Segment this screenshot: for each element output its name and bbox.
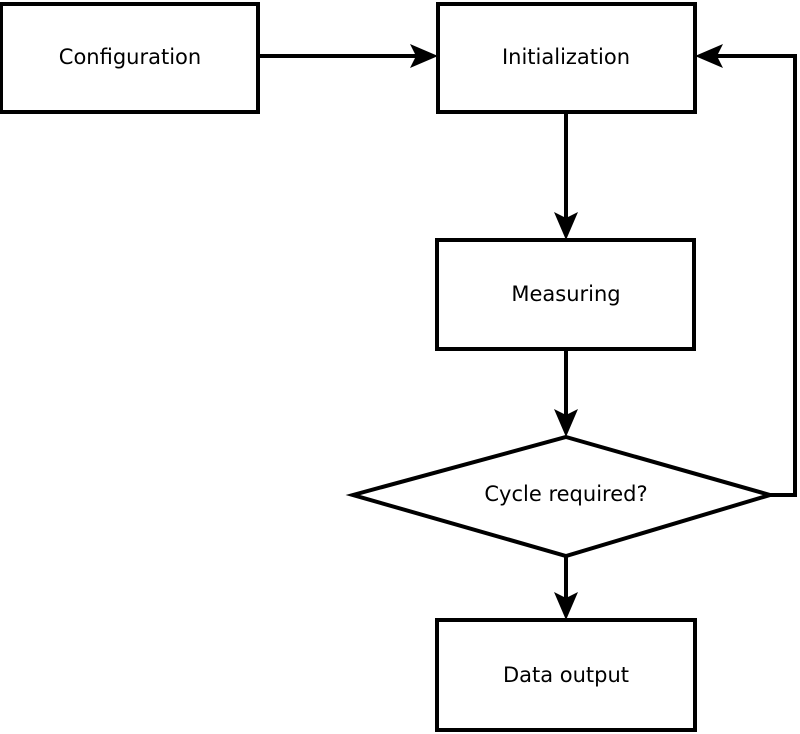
node-measuring[interactable]: Measuring: [435, 238, 696, 351]
edge-cycle-required-to-initialization-feedback: [695, 44, 797, 497]
node-measuring-shape: [435, 238, 696, 351]
node-configuration[interactable]: Configuration: [0, 2, 260, 114]
node-cycle-required-shape: [345, 434, 778, 559]
node-cycle-required-label: Cycle required?: [484, 482, 647, 506]
arrowhead-config-init-icon: [410, 44, 438, 68]
edge-initialization-to-measuring: [554, 112, 578, 240]
arrowhead-measuring-cycle-icon: [554, 409, 578, 437]
node-configuration-label: Configuration: [59, 45, 201, 69]
node-data-output-shape: [435, 618, 697, 732]
node-initialization-shape: [436, 2, 697, 114]
edge-measuring-to-cycle-required: [554, 349, 578, 437]
node-data-output[interactable]: Data output: [435, 618, 697, 732]
node-data-output-label: Data output: [503, 663, 629, 687]
edge-cycle-required-to-data-output: [554, 556, 578, 620]
node-initialization[interactable]: Initialization: [436, 2, 697, 114]
arrowhead-cycle-init-feedback-icon: [695, 44, 723, 68]
node-configuration-shape: [0, 2, 260, 114]
node-measuring-label: Measuring: [511, 282, 620, 306]
arrowhead-init-measuring-icon: [554, 212, 578, 240]
arrowhead-cycle-output-icon: [554, 592, 578, 620]
node-cycle-required[interactable]: Cycle required?: [345, 434, 778, 559]
edge-configuration-to-initialization: [258, 44, 438, 68]
node-initialization-label: Initialization: [502, 45, 630, 69]
edge-line-cycle-init-feedback: [717, 54, 797, 497]
